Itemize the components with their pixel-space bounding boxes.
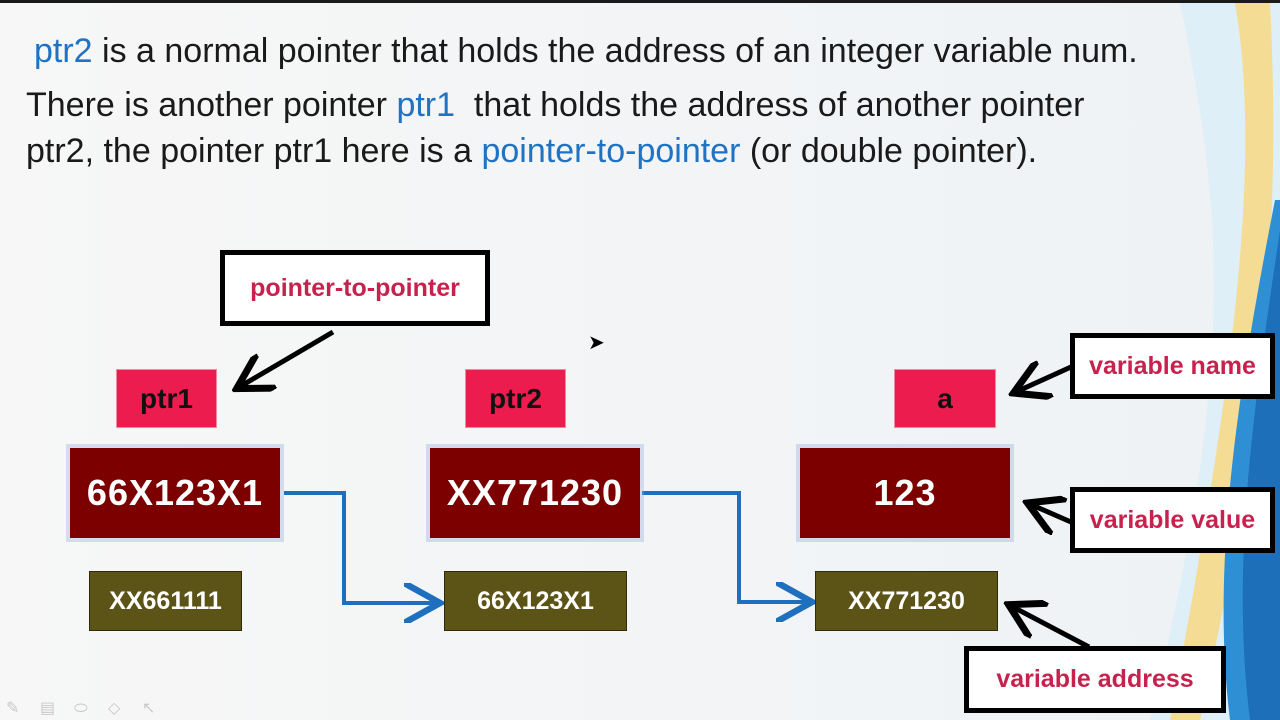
text-line-3-rest: (or double pointer). xyxy=(740,132,1038,170)
var-address-box: XX771230 xyxy=(815,571,998,631)
top-border xyxy=(0,0,1280,3)
variable-address-arrow xyxy=(1013,607,1091,650)
ptr2-value-box: XX771230 xyxy=(430,448,640,538)
highlighter-icon[interactable]: ◇ xyxy=(108,698,121,717)
text-ptr2-highlight: ptr2 xyxy=(34,32,93,70)
variable-value-label: variable value xyxy=(1070,487,1275,553)
var-name-box: a xyxy=(894,369,996,428)
variable-value-arrow xyxy=(1032,505,1072,522)
eraser-icon[interactable]: ⬭ xyxy=(74,698,88,717)
text-line-2: There is another pointer ptr1 that holds… xyxy=(26,85,1084,125)
pointer-label-arrow xyxy=(241,329,335,386)
variable-address-label: variable address xyxy=(964,646,1226,713)
ptr2-to-var-connector xyxy=(642,491,808,602)
text-line-2-start: There is another pointer xyxy=(26,86,397,124)
ptr1-to-ptr2-connector xyxy=(284,491,436,603)
ptr1-address-box: XX661111 xyxy=(89,571,242,631)
pen-icon[interactable]: ✎ xyxy=(6,698,20,717)
slide-toolbar: ✎ ▤ ⬭ ◇ ↖ xyxy=(6,700,162,716)
ptr2-name-box: ptr2 xyxy=(465,369,566,428)
cursor-icon[interactable]: ↖ xyxy=(142,698,156,717)
text-line-1-rest: is a normal pointer that holds the addre… xyxy=(92,32,1138,70)
text-line-3: ptr2, the pointer ptr1 here is a pointer… xyxy=(26,131,1037,171)
text-line-1: ptr2 is a normal pointer that holds the … xyxy=(34,31,1138,71)
ptr1-value-box: 66X123X1 xyxy=(70,448,280,538)
text-line-3-start: ptr2, the pointer ptr1 here is a xyxy=(26,132,482,170)
ptr2-address-box: 66X123X1 xyxy=(444,571,627,631)
pointer-to-pointer-label: pointer-to-pointer xyxy=(220,250,490,326)
mouse-cursor-icon: ➤ xyxy=(588,330,605,354)
text-line-2-rest: that holds the address of another pointe… xyxy=(455,86,1085,124)
var-value-box: 123 xyxy=(800,448,1010,538)
text-pointer-to-pointer-highlight: pointer-to-pointer xyxy=(481,132,741,170)
variable-name-label: variable name xyxy=(1070,333,1275,399)
text-ptr1-highlight: ptr1 xyxy=(396,86,456,124)
ptr1-name-box: ptr1 xyxy=(116,369,217,428)
slides-icon[interactable]: ▤ xyxy=(40,698,56,717)
variable-name-arrow xyxy=(1018,367,1073,391)
